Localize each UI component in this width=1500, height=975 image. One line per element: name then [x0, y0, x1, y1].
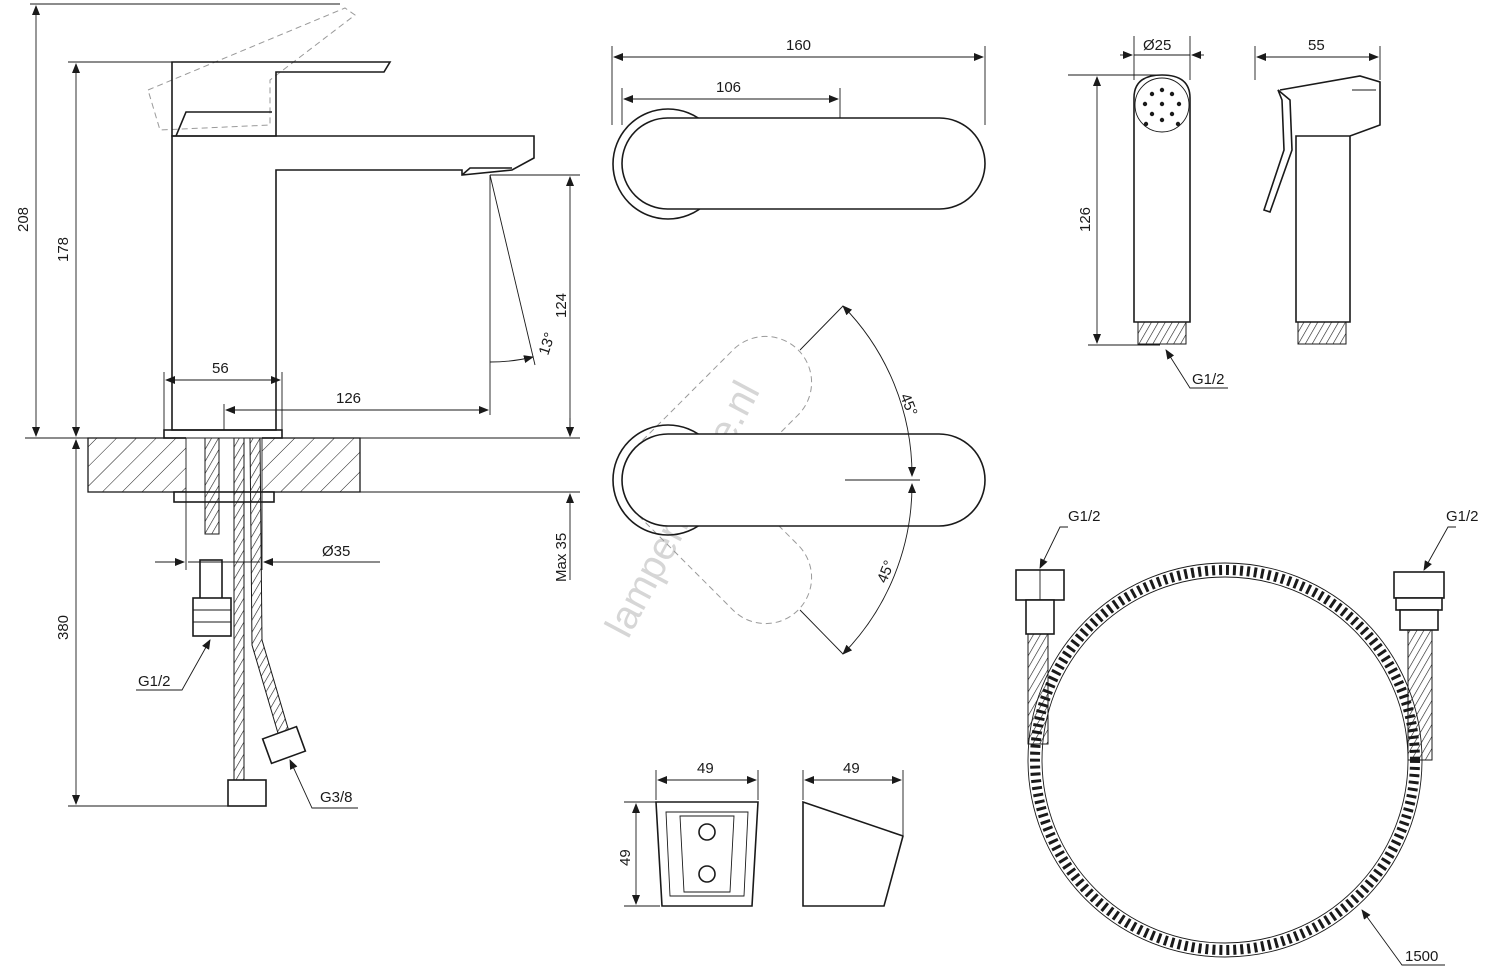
dim-spout-height: 178: [55, 237, 72, 262]
holder-front-outline: [655, 801, 759, 907]
lever-rotation-view: 45° 45°: [612, 305, 986, 655]
hand-shower-side: 55: [1254, 37, 1381, 345]
label-thread-g38: G3/8: [320, 789, 353, 806]
label-hose-right-thread: G1/2: [1446, 508, 1479, 525]
dim-total-height: 208: [15, 207, 32, 232]
hose-coil: [1030, 565, 1420, 955]
supply-hose-left: [233, 437, 245, 781]
label-thread-g12: G1/2: [138, 673, 171, 690]
hand-shower-side-body: [1279, 75, 1381, 323]
lever-open-ghost: [147, 7, 356, 131]
label-shower-thread: G1/2: [1192, 371, 1225, 388]
spray-holes: [1142, 87, 1182, 127]
dim-shower-diameter: Ø25: [1143, 37, 1171, 54]
dim-max-thickness: Max 35: [553, 533, 570, 582]
dim-hole-dia: Ø35: [322, 543, 350, 560]
shower-hose: G1/2 G1/2 1500: [1015, 508, 1479, 966]
faucet-top-view: 160 106: [611, 37, 986, 220]
hand-shower-body: [1133, 74, 1191, 323]
connector-g12: [192, 597, 232, 637]
hand-shower-side-thread: [1297, 321, 1347, 345]
angle-lower: 45°: [874, 558, 898, 585]
connector-g38-left: [227, 779, 267, 807]
dim-outlet-height: 124: [553, 293, 570, 318]
faucet-lever: [171, 61, 392, 137]
hand-shower-thread: [1137, 321, 1187, 345]
dim-shower-side-width: 55: [1308, 37, 1325, 54]
dim-body-width: 56: [212, 360, 229, 377]
dim-shower-height: 126: [1077, 207, 1094, 232]
dim-holder-front-width: 49: [697, 760, 714, 777]
dim-lever-width: 106: [716, 79, 741, 96]
holder-side: 49: [802, 760, 904, 907]
angle-upper: 45°: [896, 391, 920, 418]
top-view-lever: [621, 117, 986, 210]
dim-reach: 126: [336, 390, 361, 407]
hand-shower-front: Ø25 126 G1/2: [1068, 36, 1228, 389]
dim-total-width: 160: [786, 37, 811, 54]
mounting-nut: [173, 491, 275, 503]
rotation-lever: [621, 433, 986, 527]
dim-holder-side-width: 49: [843, 760, 860, 777]
label-hose-left-thread: G1/2: [1068, 508, 1101, 525]
dim-hose-length: 1500: [1405, 948, 1438, 965]
holder-front: 49 49: [617, 760, 759, 907]
dim-holder-front-height: 49: [617, 849, 634, 866]
dim-angle: 13°: [536, 330, 559, 357]
connector-g38-right: [261, 725, 307, 765]
faucet-side-view: 208 178 124 13° 56 126 380 Ø35 Max 35 G1…: [15, 3, 580, 809]
threaded-stud: [204, 437, 220, 535]
faucet-body: [171, 135, 535, 431]
holder-side-outline: [802, 800, 904, 907]
dim-below-height: 380: [55, 615, 72, 640]
hose-nut-right: [1393, 571, 1445, 599]
